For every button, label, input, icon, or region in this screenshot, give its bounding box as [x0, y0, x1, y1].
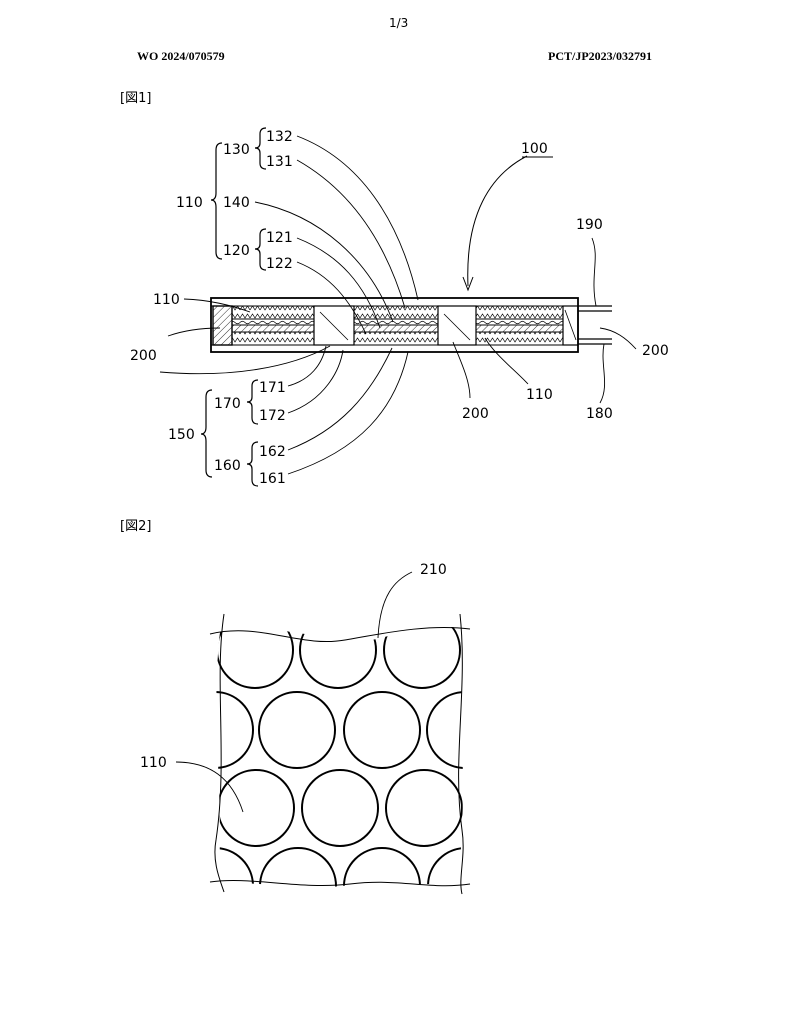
middle-spacer-block	[438, 306, 476, 345]
brace-130	[255, 128, 266, 169]
circle-grid	[177, 612, 504, 924]
label-172: 172	[259, 408, 286, 424]
brace-120	[255, 229, 266, 270]
label-121: 121	[266, 230, 293, 246]
brace-110	[211, 143, 222, 259]
label-110-right: 110	[526, 387, 553, 403]
arrow-100-line	[468, 156, 527, 286]
leader-110-fig2	[176, 762, 243, 812]
brace-150	[201, 390, 212, 477]
cell-group-3	[476, 306, 563, 345]
label-161: 161	[259, 471, 286, 487]
label-200-mid: 200	[462, 406, 489, 422]
left-spacer-block	[213, 306, 232, 345]
figure-1-cross-section	[160, 128, 636, 486]
brace-170	[247, 380, 258, 424]
label-171: 171	[259, 380, 286, 396]
label-131: 131	[266, 154, 293, 170]
label-122: 122	[266, 256, 293, 272]
label-160: 160	[214, 458, 241, 474]
label-170: 170	[214, 396, 241, 412]
break-lines	[210, 614, 470, 894]
label-200-right: 200	[642, 343, 669, 359]
label-100: 100	[521, 141, 548, 157]
label-150: 150	[168, 427, 195, 443]
leader-210	[378, 572, 412, 638]
label-140: 140	[223, 195, 250, 211]
cell-group-2	[354, 306, 438, 345]
label-110-fig2: 110	[140, 755, 167, 771]
label-110-left: 110	[153, 292, 180, 308]
label-110-group: 110	[176, 195, 203, 211]
label-190: 190	[576, 217, 603, 233]
label-200-left: 200	[130, 348, 157, 364]
label-120: 120	[223, 243, 250, 259]
cell-group-1	[232, 306, 314, 345]
label-132: 132	[266, 129, 293, 145]
label-162: 162	[259, 444, 286, 460]
label-210: 210	[420, 562, 447, 578]
label-180: 180	[586, 406, 613, 422]
figure-2-plan-view	[176, 572, 504, 924]
figure-2-labels: 210 110	[140, 562, 447, 771]
label-130: 130	[223, 142, 250, 158]
leader-lines-top	[184, 136, 418, 334]
leader-lines-bottom	[160, 238, 636, 474]
brace-160	[247, 442, 258, 486]
